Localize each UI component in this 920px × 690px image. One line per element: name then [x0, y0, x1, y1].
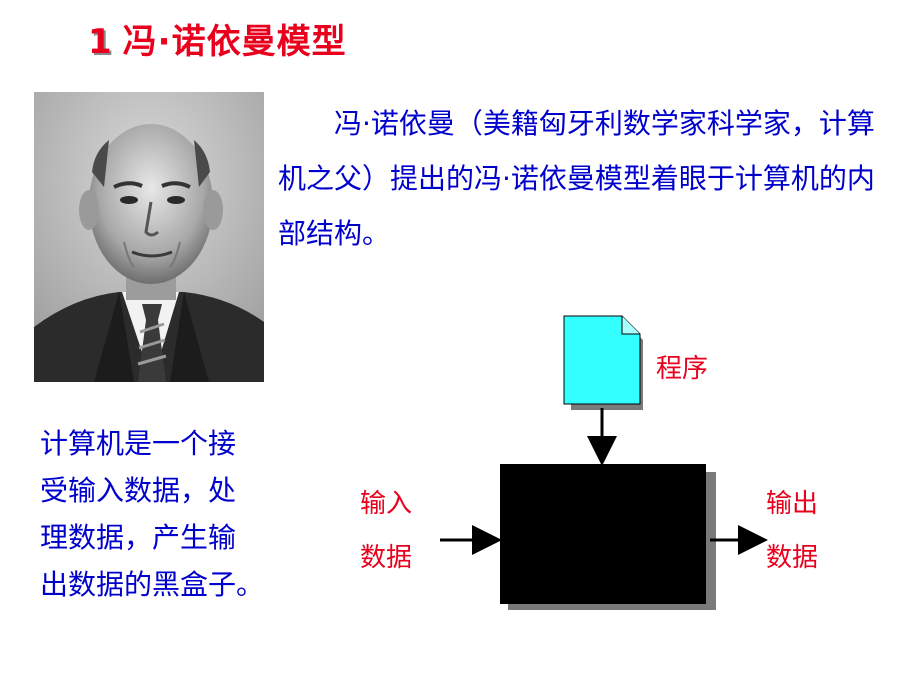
description-line-1: 计算机是一个接	[40, 427, 237, 460]
black-box-diagram: 程序 输入 数据 输出 数据	[350, 300, 910, 630]
intro-paragraph: 冯·诺依曼（美籍匈牙利数学家科学家，计算机之父）提出的冯·诺依曼模型着眼于计算机…	[278, 107, 875, 250]
diagram-graphics	[440, 315, 768, 610]
black-box	[500, 464, 706, 604]
portrait-photo	[34, 92, 264, 382]
description-line-4: 出数据的黑盒子。	[40, 568, 265, 601]
title-number: 1	[88, 22, 113, 62]
input-label-line-1: 输入	[360, 489, 413, 519]
title-text: 冯·诺依曼模型	[122, 22, 347, 62]
description-line-3: 理数据，产生输	[40, 521, 237, 554]
document-icon	[563, 315, 643, 410]
program-label: 程序	[656, 354, 709, 384]
input-label-line-2: 数据	[360, 543, 413, 573]
description-line-2: 受输入数据，处	[40, 474, 237, 507]
output-label-line-2: 数据	[766, 543, 819, 573]
output-label-line-1: 输出	[766, 489, 819, 519]
black-box-description: 计算机是一个接 受输入数据，处 理数据，产生输 出数据的黑盒子。	[40, 420, 312, 608]
